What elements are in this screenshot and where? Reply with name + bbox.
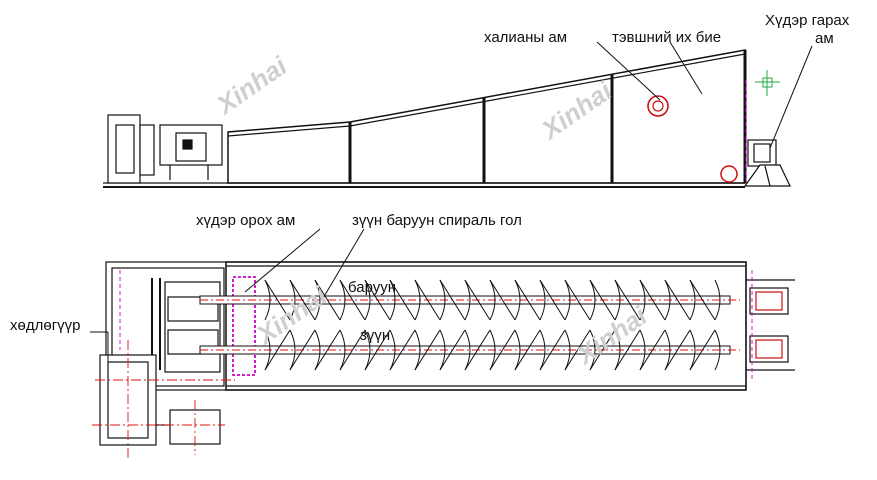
spiral-shaft-label: зүүн баруун спираль гол xyxy=(352,212,522,229)
discharge-label-line1: Хүдэр гарах xyxy=(765,12,850,29)
overflow-hole-marker xyxy=(647,95,669,117)
spiral-blades-upper xyxy=(264,279,721,321)
watermark: Xinhai xyxy=(250,280,333,351)
tank-outline-top xyxy=(225,261,747,391)
discharge-wheel xyxy=(720,165,738,183)
watermark: Xinhai xyxy=(210,50,293,121)
watermarks: Xinhai Xinhai Xinhai Xinhai xyxy=(210,50,653,371)
feed-inlet-label: хүдэр орох ам xyxy=(196,212,295,229)
spiral-lower xyxy=(199,329,740,371)
drive-motor-side xyxy=(107,114,141,184)
spiral-blades-lower xyxy=(264,329,721,371)
centerlines xyxy=(92,340,235,460)
watermark: Xinhai xyxy=(570,300,653,371)
feed-inlet-marker xyxy=(232,276,256,376)
right-spiral-label: баруун xyxy=(348,279,396,296)
left-spiral-label: зүүн xyxy=(360,327,390,344)
discharge-label-line2: ам xyxy=(815,30,834,47)
overflow-hole-label: халианы ам xyxy=(484,29,567,46)
side-view xyxy=(103,49,791,188)
tank-body-label: тэвшний их бие xyxy=(612,29,721,46)
drive-label: хөдлөгүүр xyxy=(10,317,81,334)
tank-body xyxy=(227,49,746,184)
spiral-upper xyxy=(199,279,740,321)
